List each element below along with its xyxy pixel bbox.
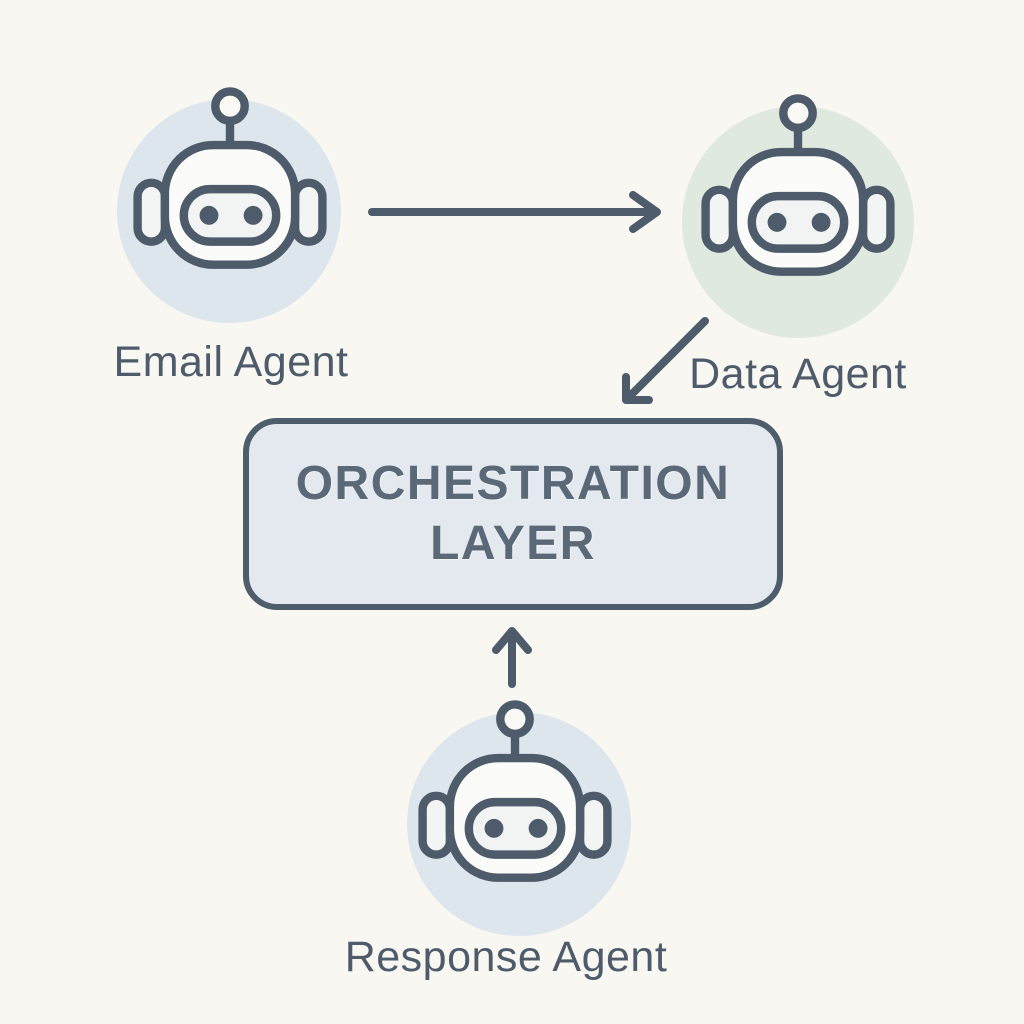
robot-icon xyxy=(693,91,903,296)
arrow-response-to-orchestration-icon xyxy=(492,627,532,688)
agent-label-email: Email Agent xyxy=(113,338,349,386)
arrow-email-to-data-icon xyxy=(368,191,661,233)
agent-label-data: Data Agent xyxy=(689,350,907,398)
agent-label-response: Response Agent xyxy=(344,933,668,981)
orchestration-title-line1: ORCHESTRATION xyxy=(295,457,731,510)
robot-icon xyxy=(125,84,335,289)
robot-icon xyxy=(410,697,620,902)
orchestration-layer-box: ORCHESTRATION LAYER xyxy=(243,418,783,610)
orchestration-title-line2: LAYER xyxy=(430,517,596,570)
